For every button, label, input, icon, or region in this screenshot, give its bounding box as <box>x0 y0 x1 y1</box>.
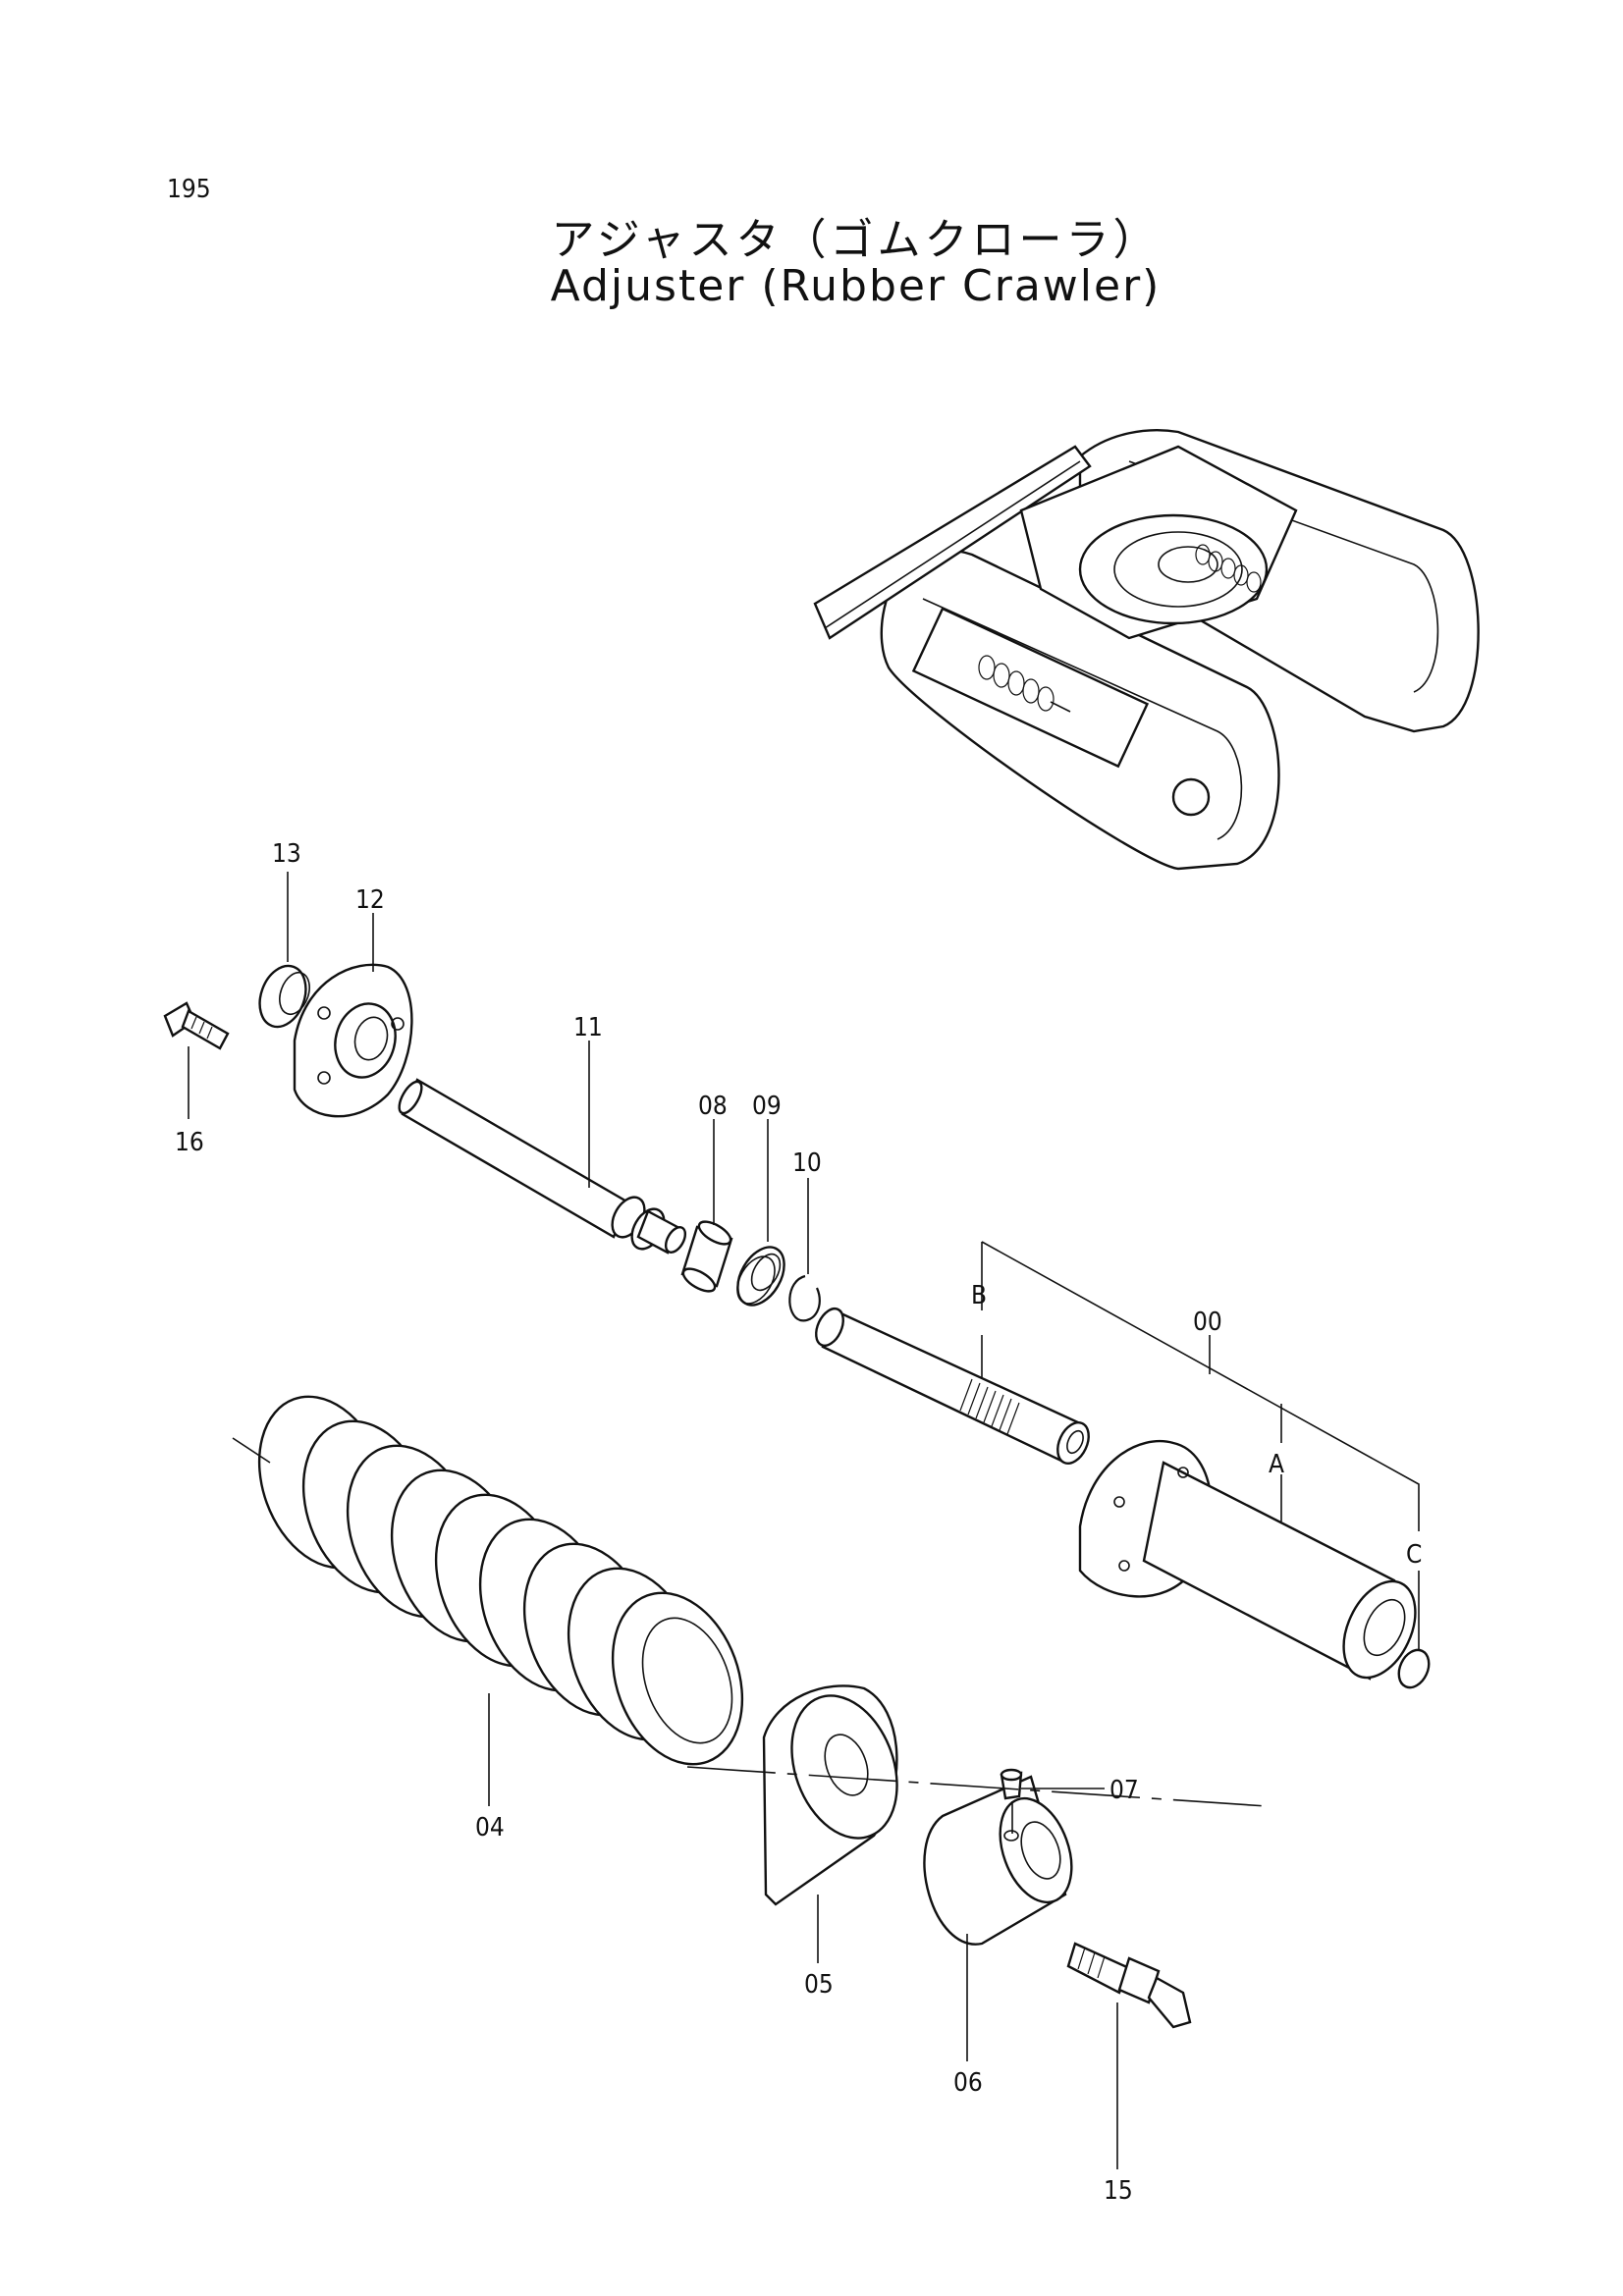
callout-06: 06 <box>953 2068 983 2098</box>
callout-07: 07 <box>1109 1776 1139 1805</box>
part-08-collar <box>680 1119 733 1293</box>
callout-B: B <box>971 1281 987 1310</box>
callout-A: A <box>1269 1450 1284 1479</box>
page-number: 195 <box>167 175 211 204</box>
assembly-outline <box>232 1437 271 1464</box>
part-15-grease-fitting <box>1066 1942 1192 2169</box>
part-09-bearing <box>736 1119 785 1307</box>
part-04-spring <box>257 1395 744 1806</box>
callout-C: C <box>1406 1540 1422 1570</box>
part-05-spring-seat <box>762 1684 898 1963</box>
callout-12: 12 <box>355 885 385 915</box>
callout-16: 16 <box>175 1128 204 1157</box>
part-13-bushing <box>258 872 310 1029</box>
callout-11: 11 <box>573 1013 603 1042</box>
page-title-english: Adjuster (Rubber Crawler) <box>550 261 1162 311</box>
callout-05: 05 <box>804 1970 834 2000</box>
assembly-outline-lower <box>686 1766 1268 1807</box>
part-00-cylinder-assembly <box>815 1241 1431 1689</box>
callout-09: 09 <box>752 1092 782 1121</box>
part-07-plug <box>1000 1768 1105 1834</box>
callout-15: 15 <box>1104 2176 1133 2206</box>
part-10-snap-ring <box>788 1178 821 1322</box>
callout-00: 00 <box>1193 1308 1222 1337</box>
callout-04: 04 <box>475 1813 505 1842</box>
callout-08: 08 <box>698 1092 728 1121</box>
part-16-bolt <box>163 1001 230 1119</box>
part-12-flange <box>293 913 413 1118</box>
callout-13: 13 <box>272 839 301 869</box>
part-06-grease-cylinder <box>923 1775 1073 2061</box>
crawler-overview-illustration <box>813 429 1480 871</box>
page-title-japanese: アジャスタ（ゴムクローラ） <box>551 215 1161 265</box>
callout-10: 10 <box>792 1148 822 1178</box>
part-11-rod <box>398 1041 687 1255</box>
